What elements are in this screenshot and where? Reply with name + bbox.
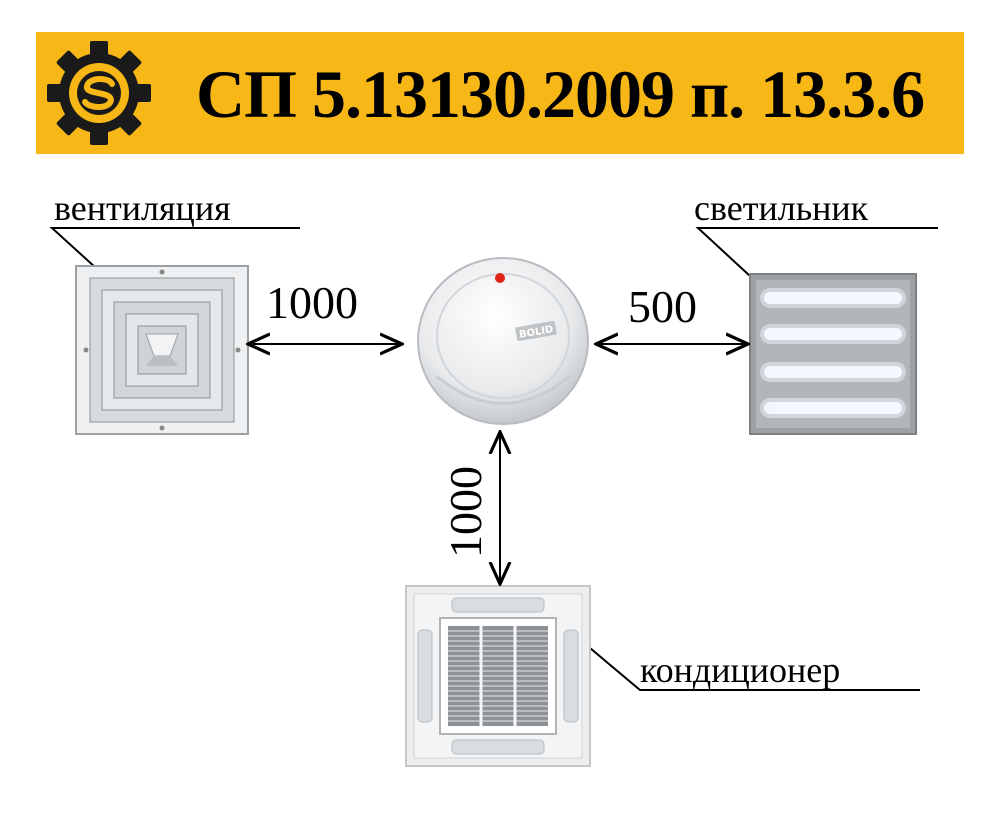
ventilation-label: вентиляция	[54, 188, 231, 228]
page-title: СП 5.13130.2009 п. 13.3.6	[196, 56, 925, 132]
air-conditioner-label: кондиционер	[640, 650, 841, 690]
luminaire-panel-icon	[749, 273, 917, 435]
header-banner: СП 5.13130.2009 п. 13.3.6	[36, 32, 964, 154]
gear-s-logo-icon	[47, 41, 151, 145]
distance-to-luminaire: 500	[628, 281, 697, 332]
ventilation-grille-icon	[75, 265, 249, 435]
smoke-detector-icon: BOLID	[417, 257, 589, 425]
distance-to-air-conditioner: 1000	[440, 466, 491, 558]
distance-to-ventilation: 1000	[266, 277, 358, 328]
air-conditioner-cassette-icon	[405, 585, 591, 767]
luminaire-label: светильник	[694, 188, 869, 228]
